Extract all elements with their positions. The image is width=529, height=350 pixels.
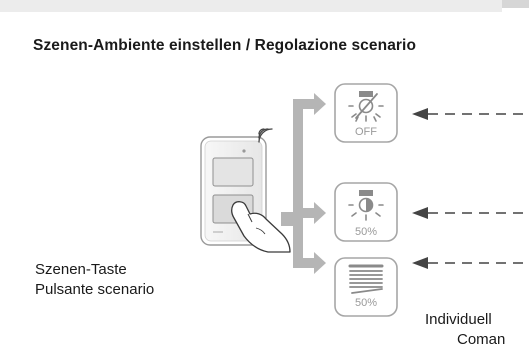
- scene-button-label-it: Pulsante scenario: [35, 281, 155, 298]
- branch-arrows: [281, 93, 326, 274]
- blinds-icon: [348, 264, 384, 294]
- diagram-title: Szenen-Ambiente einstellen / Regolazione…: [33, 37, 417, 54]
- signal-icon: [258, 128, 273, 143]
- scene-label-off: OFF: [355, 126, 377, 138]
- top-bar-tab: [502, 0, 529, 8]
- scene-label-dimmed: 50%: [355, 226, 377, 238]
- top-bar: [0, 0, 502, 12]
- scene-button-label-de: Szenen-Taste: [35, 261, 127, 278]
- individual-control-caption: Individuell Coman: [425, 310, 505, 350]
- scene-button-caption: Szenen-Taste Pulsante scenario: [35, 260, 154, 300]
- individual-control-line2: Coman: [457, 331, 506, 348]
- hand-icon: [230, 201, 291, 253]
- individual-control-line1: Individuell: [425, 311, 492, 328]
- light-dimmed-icon: [348, 190, 384, 221]
- individual-arrows: [428, 113, 529, 264]
- light-off-icon: [348, 91, 384, 122]
- arrowheads: [412, 108, 428, 269]
- scene-label-blinds: 50%: [355, 297, 377, 309]
